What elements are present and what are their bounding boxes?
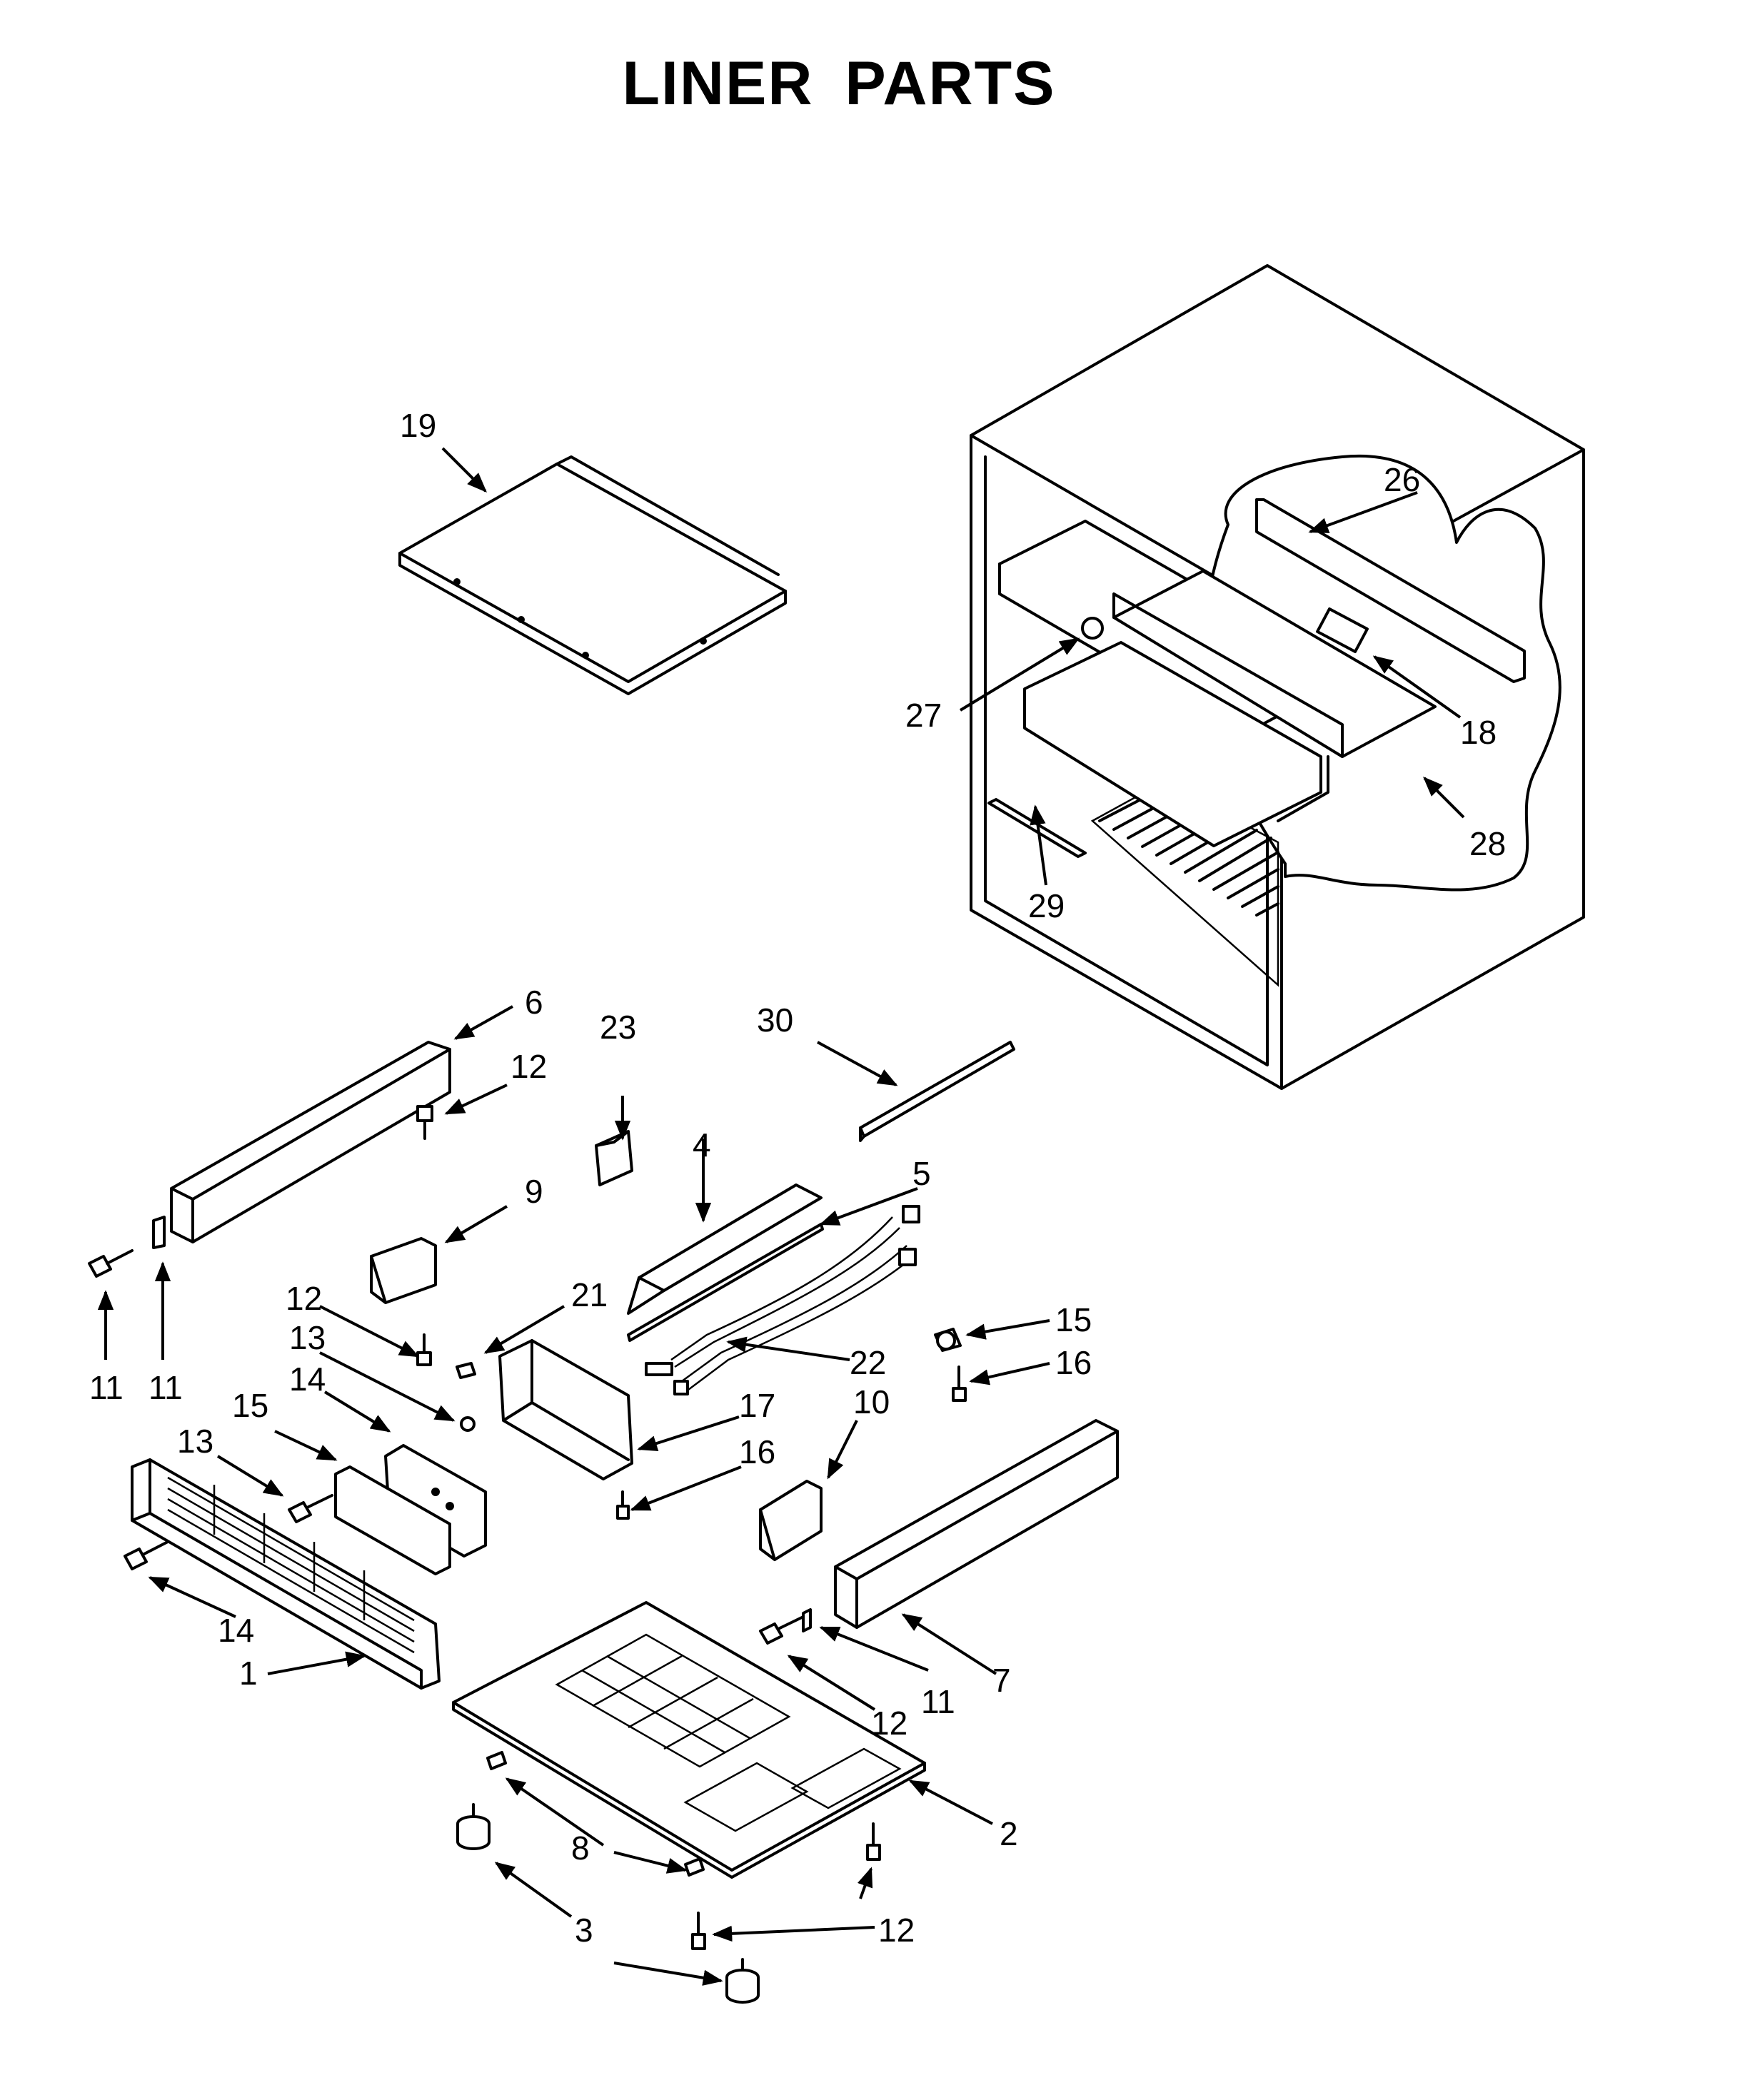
callout-7: 7 — [992, 1662, 1011, 1699]
deflector-plate — [627, 1183, 824, 1342]
leveling-foot-right — [725, 1958, 760, 2004]
callout-11-right: 11 — [921, 1683, 955, 1720]
callout-11-left: 11 — [149, 1369, 183, 1406]
callout-15: 15 — [1055, 1301, 1092, 1338]
toe-grille — [131, 1458, 441, 1690]
leader-arrows — [97, 447, 1465, 1986]
base-pan-vents — [555, 1633, 902, 1832]
left-side-rail — [152, 1041, 451, 1249]
callout-9: 9 — [525, 1173, 543, 1210]
right-side-rail — [834, 1419, 1119, 1629]
callout-25: 19 — [400, 407, 436, 444]
callout-14: 14 — [218, 1612, 254, 1649]
callout-18: 13 — [289, 1319, 326, 1356]
callout-28: 28 — [1469, 825, 1506, 862]
callout-13-grille: 13 — [177, 1423, 213, 1460]
callout-12-mid: 12 — [286, 1280, 322, 1317]
cabinet-liner — [970, 264, 1585, 1090]
callout-12-left: 11 — [89, 1369, 124, 1406]
callout-16-mid: 16 — [739, 1433, 775, 1470]
clamp-15 — [934, 1328, 962, 1352]
mounting-bracket-10 — [759, 1480, 823, 1561]
callout-29: 29 — [1028, 887, 1065, 924]
clip-part — [595, 1130, 633, 1186]
callout-24: 18 — [1460, 714, 1497, 751]
callout-3: 3 — [575, 1912, 593, 1949]
callout-2: 2 — [1000, 1815, 1018, 1852]
callout-1: 1 — [239, 1655, 258, 1692]
mounting-bracket-9 — [370, 1237, 437, 1304]
interior-grille-slats — [1098, 782, 1279, 917]
base-pan — [452, 1601, 926, 1879]
callout-labels: 19 26 27 18 28 29 6 12 23 30 4 5 9 11 11… — [89, 407, 1506, 1949]
callout-10: 10 — [853, 1383, 890, 1420]
callout-8: 8 — [571, 1829, 590, 1867]
control-board — [334, 1416, 487, 1575]
callout-27: 27 — [905, 697, 942, 734]
page-title: LINER PARTS — [622, 49, 1056, 118]
callout-20: 15 — [232, 1387, 268, 1424]
grille-slots — [167, 1476, 415, 1654]
callout-26: 26 — [1384, 461, 1420, 498]
callout-22: 22 — [850, 1344, 886, 1381]
top-cover-panel — [398, 455, 787, 695]
leveling-foot-left — [456, 1803, 491, 1850]
callout-4: 4 — [693, 1126, 711, 1163]
callout-17: 17 — [739, 1387, 775, 1424]
callout-5: 5 — [912, 1155, 931, 1192]
callout-13-bottom: 12 — [878, 1912, 915, 1949]
hardware — [88, 1105, 967, 2004]
callout-19: 14 — [289, 1361, 326, 1398]
callout-12-top: 12 — [511, 1048, 547, 1085]
callout-23: 23 — [600, 1009, 636, 1046]
callout-6: 6 — [525, 984, 543, 1021]
control-housing — [498, 1339, 633, 1480]
callout-16-right: 16 — [1055, 1344, 1092, 1381]
trim-strip — [859, 1041, 1015, 1142]
callout-12-right: 12 — [871, 1705, 907, 1742]
callout-21: 21 — [571, 1276, 608, 1313]
callout-30: 30 — [757, 1001, 793, 1039]
